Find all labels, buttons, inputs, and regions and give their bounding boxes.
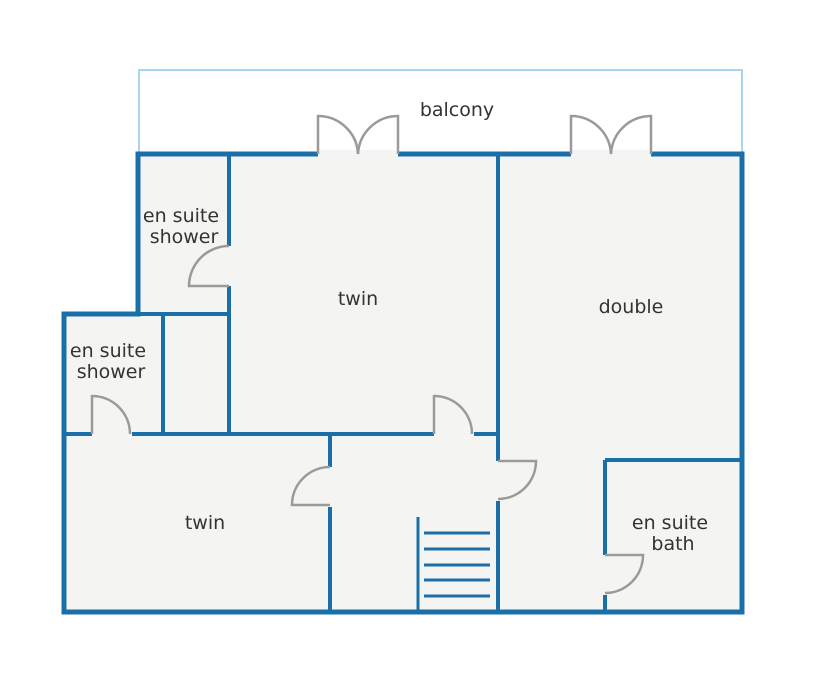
door-upper-ensuite [187, 244, 230, 288]
label-twin-upper: twin [338, 288, 378, 310]
label-ensuite-bath: en suite bath [632, 512, 714, 555]
door-double [497, 459, 538, 501]
label-line: shower [150, 226, 219, 248]
label-double: double [599, 296, 664, 318]
label-twin-lower: twin [185, 512, 225, 534]
door-twin-upper [432, 394, 474, 435]
balcony-outline [138, 69, 743, 155]
label-line: en suite [70, 340, 146, 362]
label-ensuite-shower-left: en suite shower [70, 340, 152, 383]
floor-area [64, 154, 742, 612]
door-bath [604, 553, 645, 595]
label-line: bath [651, 533, 694, 555]
label-balcony: balcony [420, 99, 494, 121]
door-twin-lower [290, 465, 331, 507]
label-line: en suite [143, 205, 219, 227]
label-ensuite-shower-upper: en suite shower [143, 205, 225, 248]
stairs [416, 517, 490, 612]
label-line: en suite [632, 512, 708, 534]
doors [90, 114, 653, 595]
french-door-left [316, 114, 400, 155]
door-left-ensuite [90, 394, 132, 435]
french-door-right [569, 114, 653, 155]
label-line: shower [77, 361, 146, 383]
